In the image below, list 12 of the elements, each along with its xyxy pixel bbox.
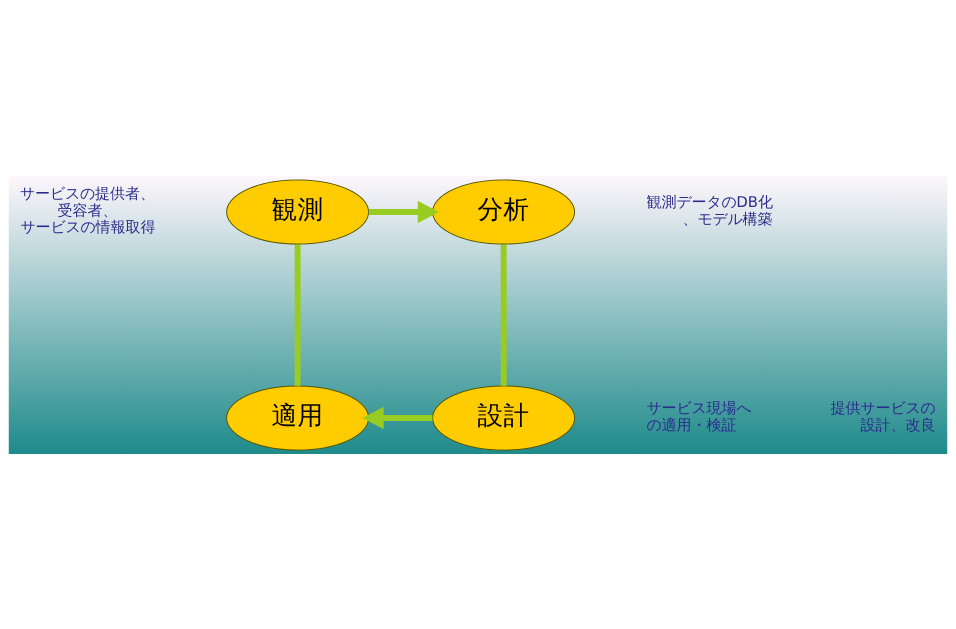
arrow bbox=[368, 200, 439, 223]
label: サービスの提供者、受容者、サービスの情報取得 bbox=[20, 185, 156, 236]
label: 提供サービスの設計、改良 bbox=[830, 400, 936, 434]
node-ellipse: 設計 bbox=[432, 384, 576, 450]
node-ellipse: 分析 bbox=[432, 178, 576, 244]
label: サービス現場への適用・検証 bbox=[646, 400, 752, 434]
node-ellipse: 観測 bbox=[226, 178, 370, 244]
connector bbox=[294, 244, 301, 386]
connector bbox=[500, 244, 507, 386]
arrow bbox=[362, 406, 433, 429]
label: 観測データのDB化、モデル構築 bbox=[646, 194, 773, 228]
node-ellipse: 適用 bbox=[226, 384, 370, 450]
